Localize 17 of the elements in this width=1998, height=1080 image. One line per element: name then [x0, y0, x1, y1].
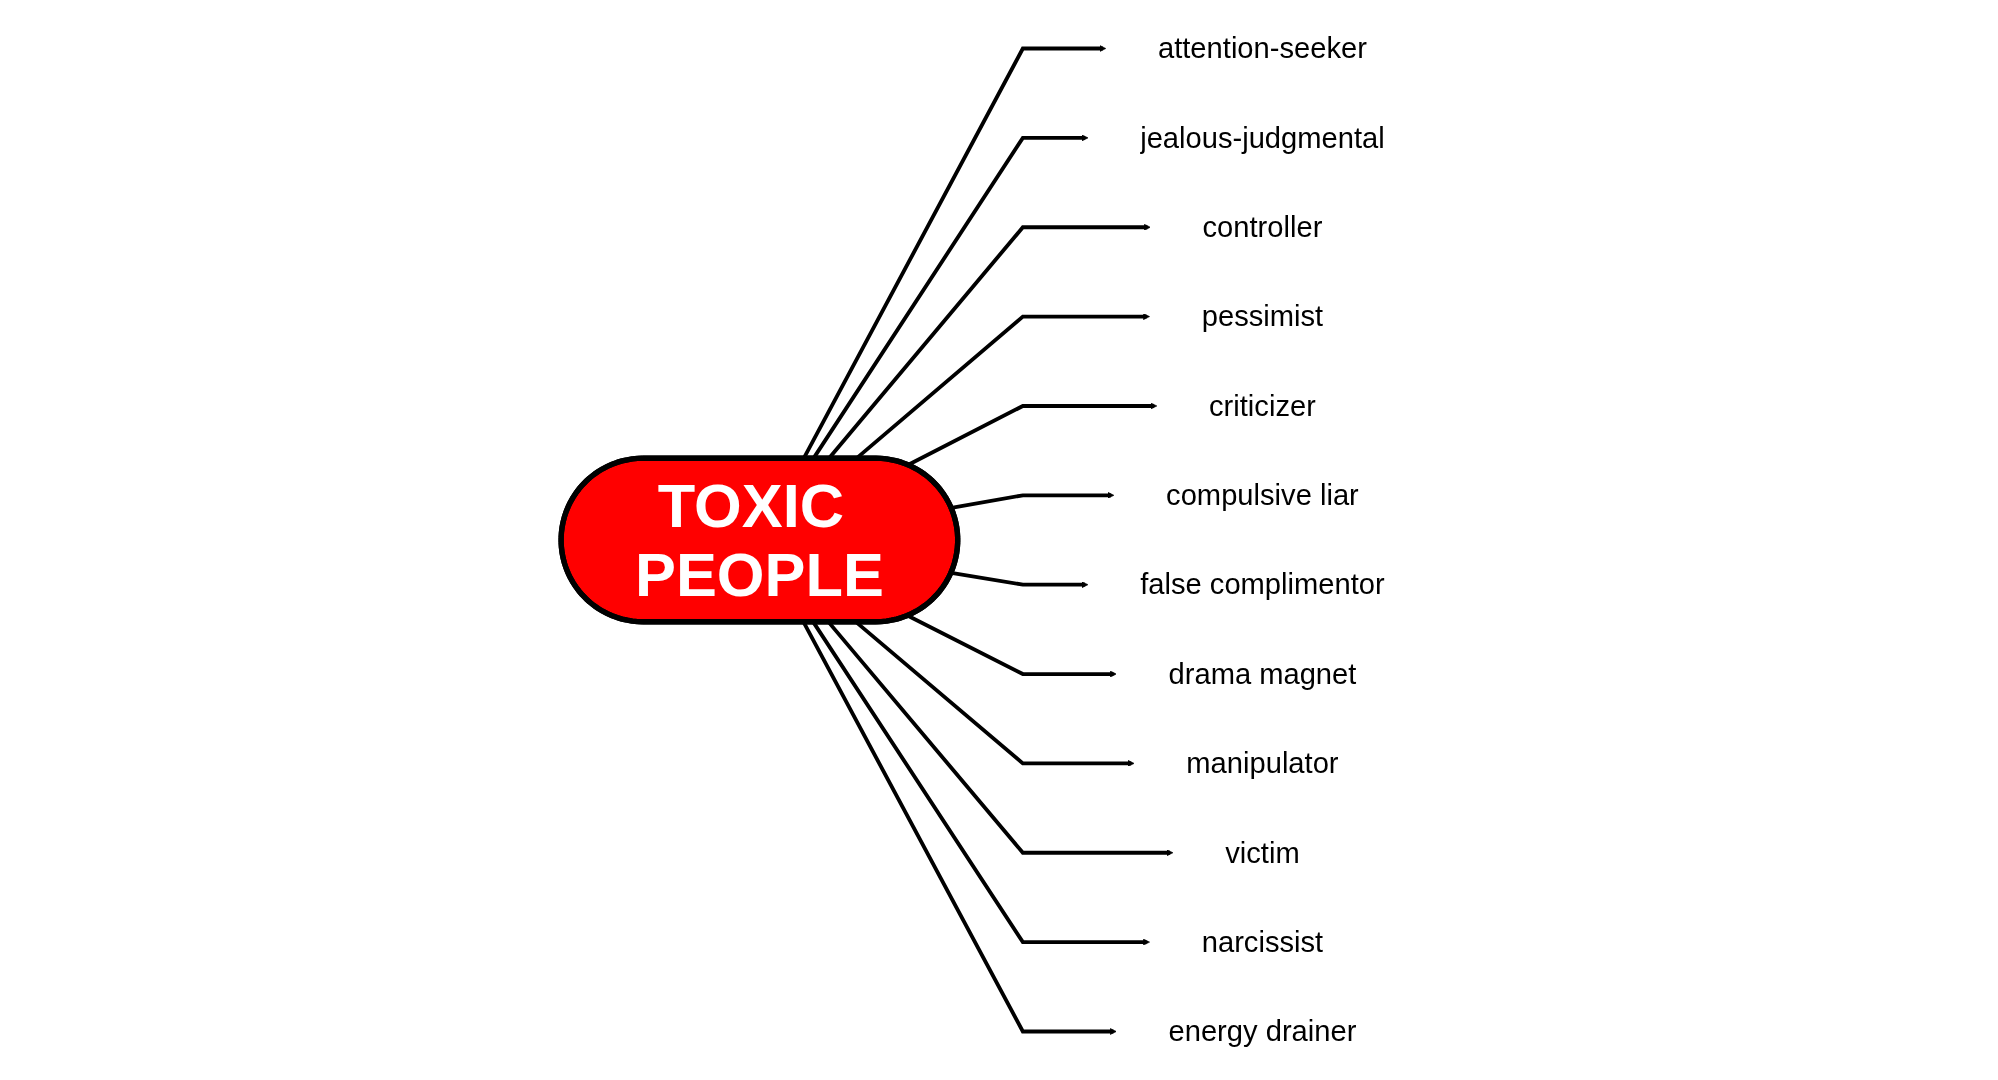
arrow	[907, 614, 1117, 678]
trait-text: drama magnet	[1168, 657, 1357, 690]
trait-text: energy drainer	[1168, 1015, 1357, 1048]
trait-text: controller	[1202, 210, 1323, 244]
arrow	[907, 402, 1158, 467]
trait-text: attention-seeker	[1158, 32, 1367, 65]
trait-text: victim	[1225, 836, 1300, 869]
trait-text: compulsive liar	[1166, 479, 1359, 512]
trait-text: pessimist	[1201, 300, 1324, 333]
trait-text: criticizer	[1209, 389, 1316, 422]
trait-text: narcissist	[1201, 925, 1324, 958]
oval-node	[558, 455, 961, 625]
arrow	[951, 571, 1089, 589]
node-title: TOXIC PEOPLE	[635, 471, 884, 609]
trait-text: jealous-judgmental	[1140, 121, 1385, 154]
trait-text: false complimentor	[1140, 568, 1385, 601]
trait-text: manipulator	[1186, 747, 1339, 780]
